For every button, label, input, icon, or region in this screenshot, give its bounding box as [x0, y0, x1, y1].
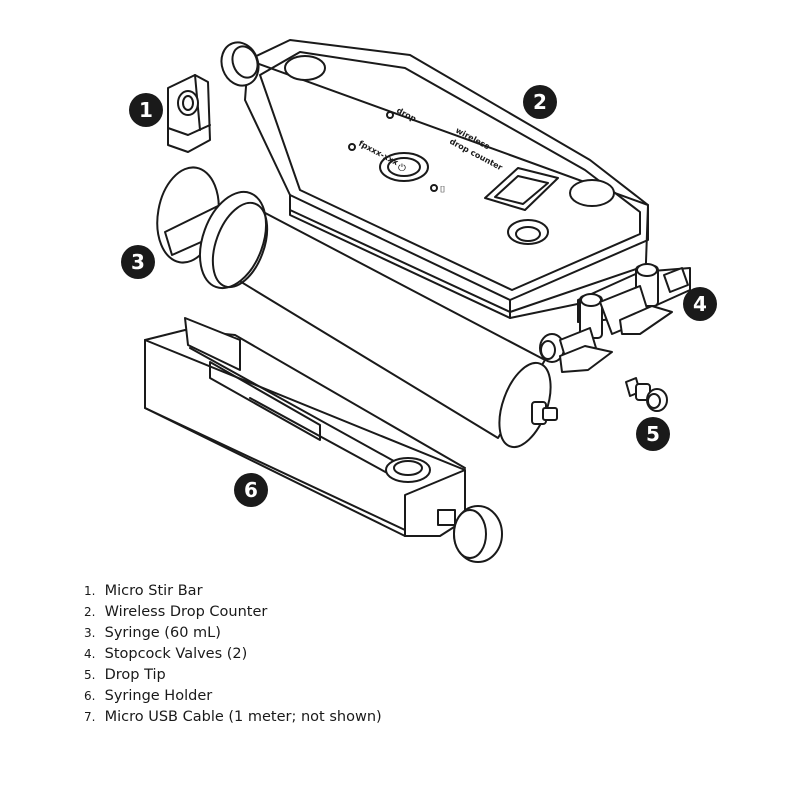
callout-2: 2 [523, 85, 557, 119]
syringe [156, 166, 558, 449]
callout-6: 6 [234, 473, 268, 507]
kit-illustration: ⏻ drop fpxxx-xxx wireless drop counter ⌷ [121, 39, 717, 563]
wireless-drop-counter: ⏻ drop fpxxx-xxx wireless drop counter ⌷ [220, 39, 649, 319]
callout-5: 5 [636, 417, 670, 451]
svg-text:5: 5 [646, 422, 660, 446]
callout-4: 4 [683, 287, 717, 321]
parts-list-item: 2. Wireless Drop Counter [84, 604, 268, 620]
svg-text:6: 6 [244, 478, 258, 502]
power-icon: ⏻ [398, 163, 406, 174]
callout-1: 1 [129, 93, 163, 127]
parts-list-item: 1. Micro Stir Bar [84, 583, 203, 599]
parts-list-item: 5. Drop Tip [84, 667, 166, 683]
parts-list-item: 7. Micro USB Cable (1 meter; not shown) [84, 709, 382, 725]
usb-icon: ⌷ [440, 185, 445, 195]
drop-tip [625, 377, 668, 412]
micro-stir-bar [167, 74, 211, 153]
parts-list-item: 6. Syringe Holder [84, 688, 213, 704]
parts-list: 1. Micro Stir Bar 2. Wireless Drop Count… [84, 581, 382, 728]
parts-list-item: 3. Syringe (60 mL) [84, 625, 221, 641]
syringe-holder [144, 317, 503, 563]
svg-text:3: 3 [131, 250, 145, 274]
svg-text:1: 1 [139, 98, 153, 122]
svg-text:4: 4 [693, 292, 707, 316]
stopcock-valves [539, 263, 691, 373]
parts-list-item: 4. Stopcock Valves (2) [84, 646, 248, 662]
svg-text:2: 2 [533, 90, 547, 114]
callout-3: 3 [121, 245, 155, 279]
